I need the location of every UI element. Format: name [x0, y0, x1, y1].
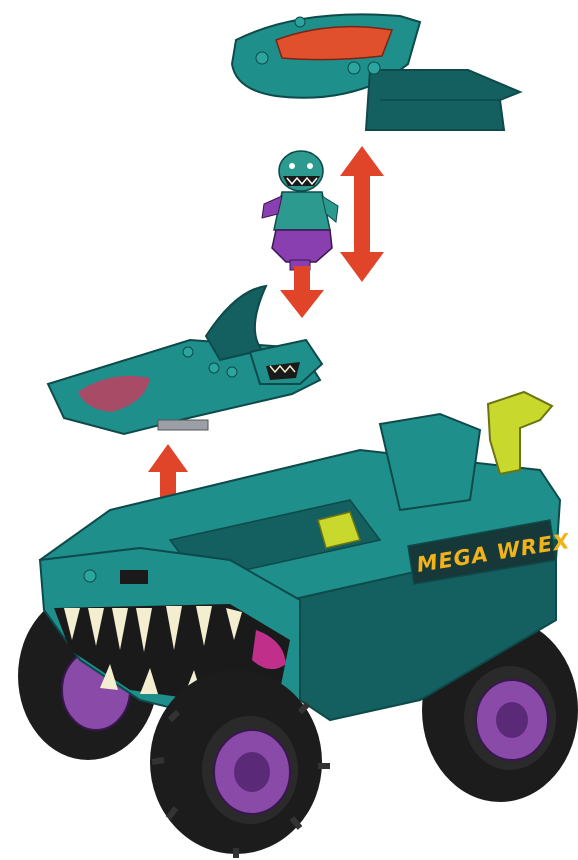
monster-truck: MEGA WREX	[18, 392, 578, 858]
arrow-roof-to-figure	[340, 146, 384, 282]
minifig-legs	[272, 230, 332, 262]
shark-fin-piece	[48, 286, 322, 434]
minifig-torso	[274, 192, 330, 230]
fin-blade	[206, 286, 266, 360]
tail-accent	[488, 392, 552, 474]
minifigure	[262, 151, 338, 270]
arrow-figure-to-cockpit	[280, 266, 324, 318]
roof-piece	[232, 14, 520, 130]
